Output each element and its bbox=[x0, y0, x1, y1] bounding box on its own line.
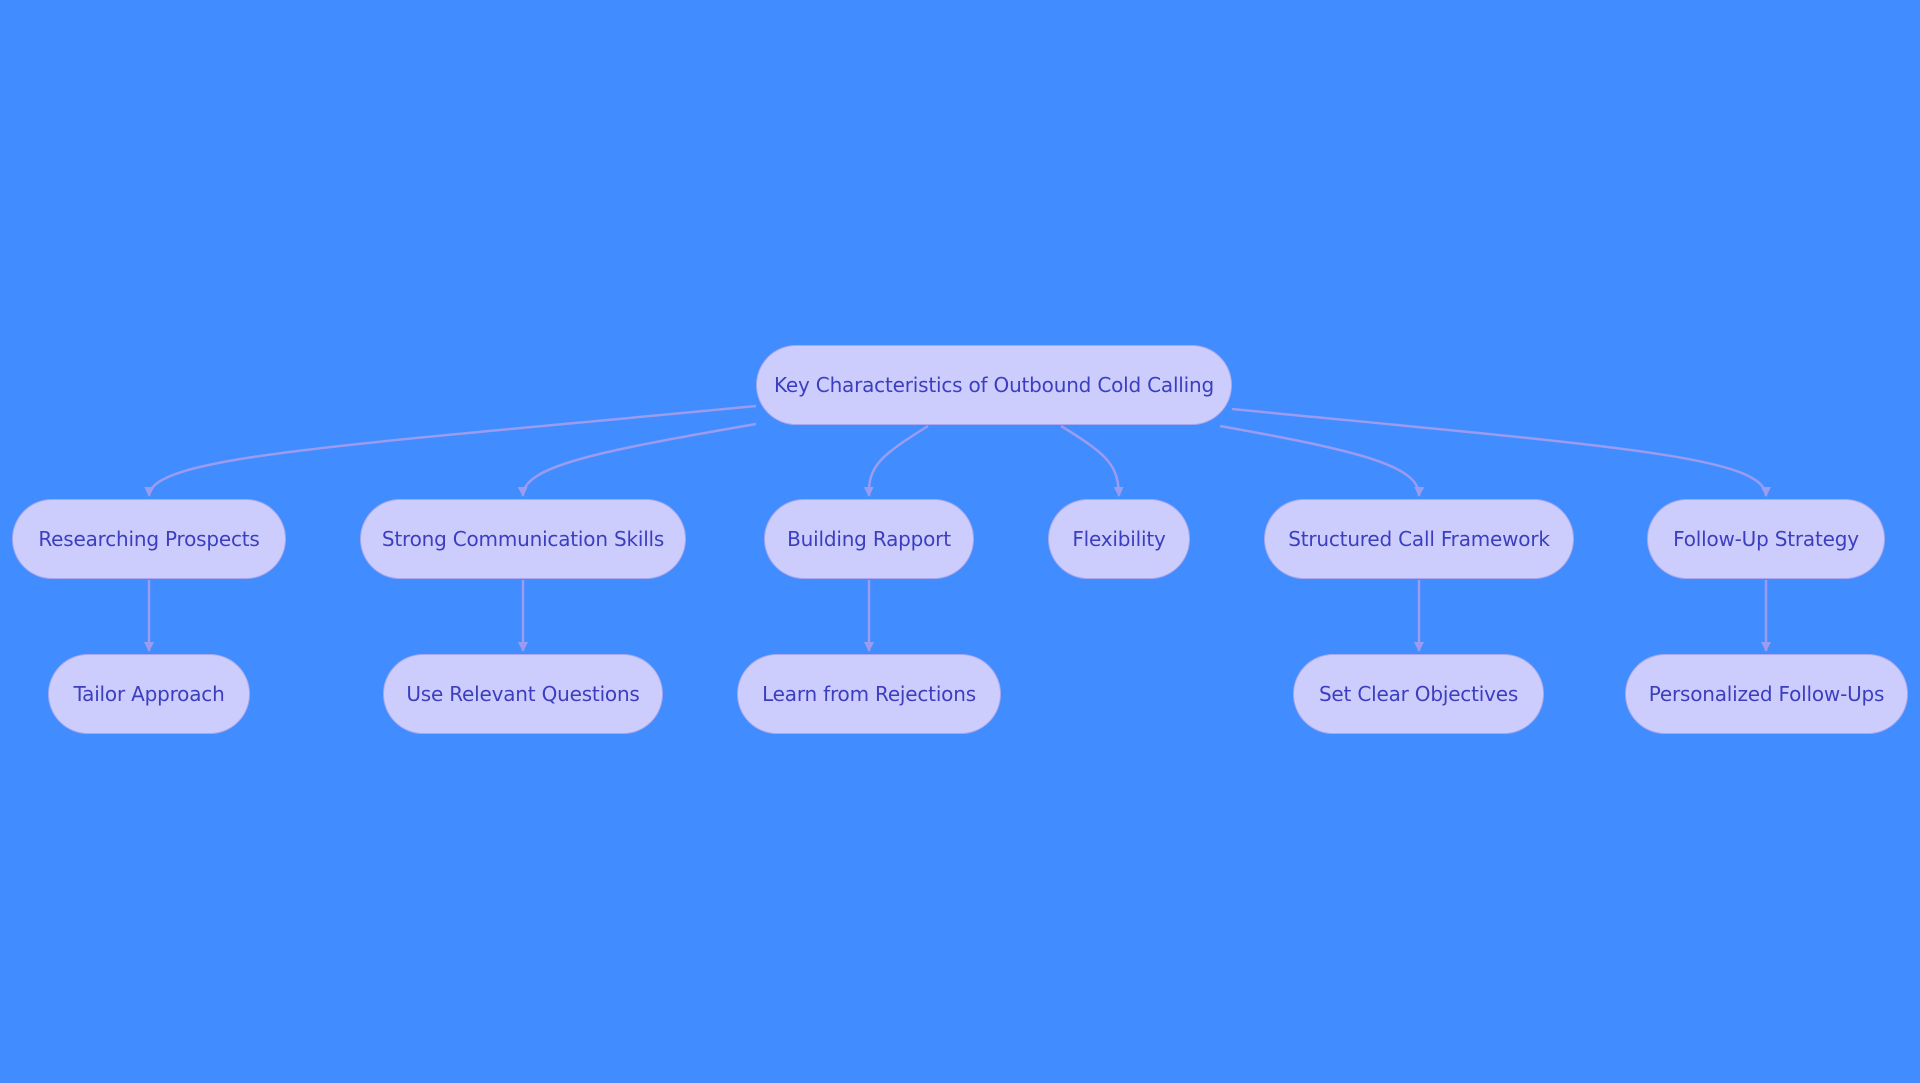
root-node[interactable]: Key Characteristics of Outbound Cold Cal… bbox=[756, 345, 1232, 425]
node-set-clear-objectives[interactable]: Set Clear Objectives bbox=[1293, 654, 1544, 734]
node-use-relevant-questions[interactable]: Use Relevant Questions bbox=[383, 654, 663, 734]
node-follow-up-strategy[interactable]: Follow-Up Strategy bbox=[1647, 499, 1885, 579]
edge-root-to-researching bbox=[144, 404, 757, 497]
node-learn-from-rejections[interactable]: Learn from Rejections bbox=[737, 654, 1001, 734]
node-personalized-follow-ups[interactable]: Personalized Follow-Ups bbox=[1625, 654, 1908, 734]
node-structured-call-framework[interactable]: Structured Call Framework bbox=[1264, 499, 1574, 579]
edge-root-to-rapport bbox=[863, 424, 929, 497]
node-tailor-approach[interactable]: Tailor Approach bbox=[48, 654, 250, 734]
edge-root-to-followup bbox=[1231, 407, 1771, 497]
node-building-rapport[interactable]: Building Rapport bbox=[764, 499, 974, 579]
edge-root-to-communication bbox=[517, 422, 757, 497]
node-flexibility[interactable]: Flexibility bbox=[1048, 499, 1190, 579]
node-researching-prospects[interactable]: Researching Prospects bbox=[12, 499, 286, 579]
node-strong-communication-skills[interactable]: Strong Communication Skills bbox=[360, 499, 686, 579]
edge-root-to-flexibility bbox=[1060, 424, 1124, 497]
edge-root-to-framework bbox=[1219, 424, 1425, 497]
